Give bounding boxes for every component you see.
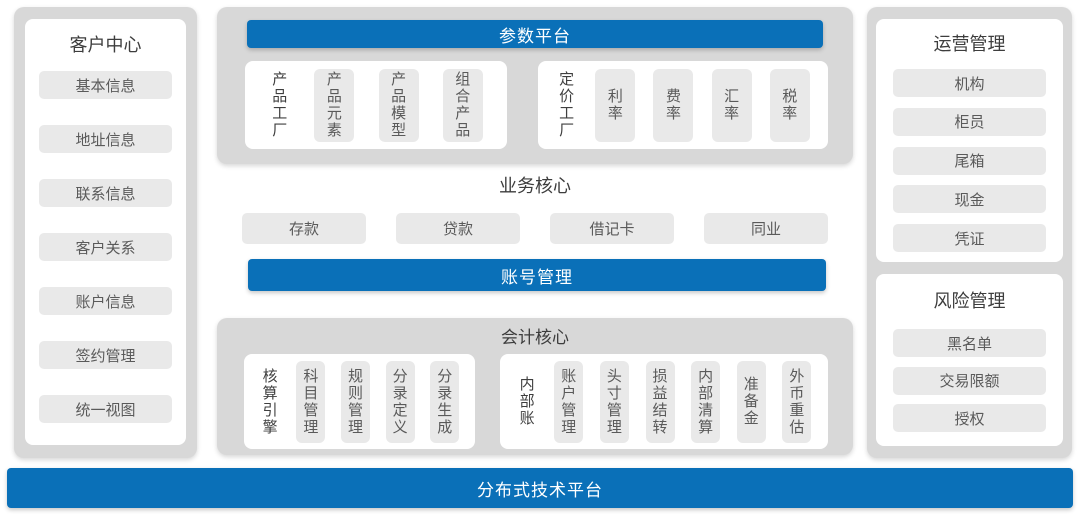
business-item: 同业 xyxy=(704,213,828,244)
customer-center-panel: 客户中心 基本信息 地址信息 联系信息 客户关系 账户信息 签约管理 统一视图 xyxy=(14,7,197,458)
customer-item: 联系信息 xyxy=(39,179,172,207)
product-factory-item: 产品元素 xyxy=(314,68,355,142)
customer-item: 基本信息 xyxy=(39,71,172,99)
risk-item: 黑名单 xyxy=(893,329,1046,357)
risk-title: 风险管理 xyxy=(933,291,1006,312)
operations-items: 机构 柜员 尾箱 现金 凭证 xyxy=(893,69,1046,252)
internal-account-card: 内部账 账户管理 头寸管理 损益结转 内部清算 准备金 外币重估 xyxy=(500,354,828,449)
pricing-item: 税率 xyxy=(769,68,810,142)
business-item: 借记卡 xyxy=(550,213,674,244)
pricing-item: 汇率 xyxy=(711,68,752,142)
operations-item: 柜员 xyxy=(893,107,1046,136)
accounting-engine-label: 核算引擎 xyxy=(260,367,279,436)
operations-item: 凭证 xyxy=(893,224,1046,252)
pricing-item: 费率 xyxy=(653,68,694,142)
product-factory-label: 产品工厂 xyxy=(270,71,289,139)
tech-platform-bar: 分布式技术平台 xyxy=(7,468,1073,508)
business-item: 贷款 xyxy=(396,213,520,244)
business-core-title: 业务核心 xyxy=(499,176,571,197)
operations-item: 机构 xyxy=(893,69,1046,97)
parameter-platform-header: 参数平台 xyxy=(247,20,823,48)
product-factory-item: 产品模型 xyxy=(378,68,419,142)
operations-item: 现金 xyxy=(893,185,1046,214)
internal-account-item: 外币重估 xyxy=(782,360,812,443)
customer-item: 统一视图 xyxy=(39,395,172,423)
operations-title: 运营管理 xyxy=(933,34,1006,55)
customer-item: 签约管理 xyxy=(39,341,172,369)
risk-items: 黑名单 交易限额 授权 xyxy=(893,329,1046,432)
internal-account-label: 内部账 xyxy=(517,376,536,427)
product-factory-card: 产品工厂 产品元素 产品模型 组合产品 xyxy=(245,61,507,149)
internal-account-item: 损益结转 xyxy=(645,360,675,443)
customer-item: 客户关系 xyxy=(39,233,172,261)
accounting-item: 分录定义 xyxy=(385,360,415,443)
operations-item: 尾箱 xyxy=(893,146,1046,175)
right-panel: 运营管理 机构 柜员 尾箱 现金 凭证 风险管理 黑名单 交易限额 授权 xyxy=(867,7,1072,458)
risk-item: 交易限额 xyxy=(893,366,1046,395)
risk-card: 风险管理 黑名单 交易限额 授权 xyxy=(876,274,1063,446)
internal-account-item: 准备金 xyxy=(736,360,766,443)
business-core-items: 存款 贷款 借记卡 同业 xyxy=(242,213,828,244)
accounting-item: 科目管理 xyxy=(296,360,326,443)
pricing-factory-label: 定价工厂 xyxy=(557,71,576,139)
accounting-item: 规则管理 xyxy=(340,360,370,443)
customer-item: 地址信息 xyxy=(39,125,172,153)
customer-item: 账户信息 xyxy=(39,287,172,315)
pricing-factory-card: 定价工厂 利率 费率 汇率 税率 xyxy=(538,61,828,149)
customer-center-items: 基本信息 地址信息 联系信息 客户关系 账户信息 签约管理 统一视图 xyxy=(39,71,172,423)
account-management-bar: 账号管理 xyxy=(248,259,826,291)
accounting-engine-card: 核算引擎 科目管理 规则管理 分录定义 分录生成 xyxy=(244,354,475,449)
customer-center-card: 客户中心 基本信息 地址信息 联系信息 客户关系 账户信息 签约管理 统一视图 xyxy=(25,19,186,445)
parameter-platform-panel: 参数平台 产品工厂 产品元素 产品模型 组合产品 定价工厂 利率 费率 汇率 税… xyxy=(217,7,853,164)
product-factory-item: 组合产品 xyxy=(442,68,483,142)
accounting-core-panel: 会计核心 核算引擎 科目管理 规则管理 分录定义 分录生成 内部账 账户管理 头… xyxy=(217,318,853,455)
internal-account-item: 内部清算 xyxy=(691,360,721,443)
accounting-core-title: 会计核心 xyxy=(501,328,569,348)
business-item: 存款 xyxy=(242,213,366,244)
internal-account-item: 头寸管理 xyxy=(599,360,629,443)
customer-center-title: 客户中心 xyxy=(69,35,142,56)
internal-account-item: 账户管理 xyxy=(554,360,584,443)
risk-item: 授权 xyxy=(893,404,1046,432)
pricing-item: 利率 xyxy=(595,68,636,142)
operations-card: 运营管理 机构 柜员 尾箱 现金 凭证 xyxy=(876,19,1063,262)
accounting-item: 分录生成 xyxy=(430,360,460,443)
